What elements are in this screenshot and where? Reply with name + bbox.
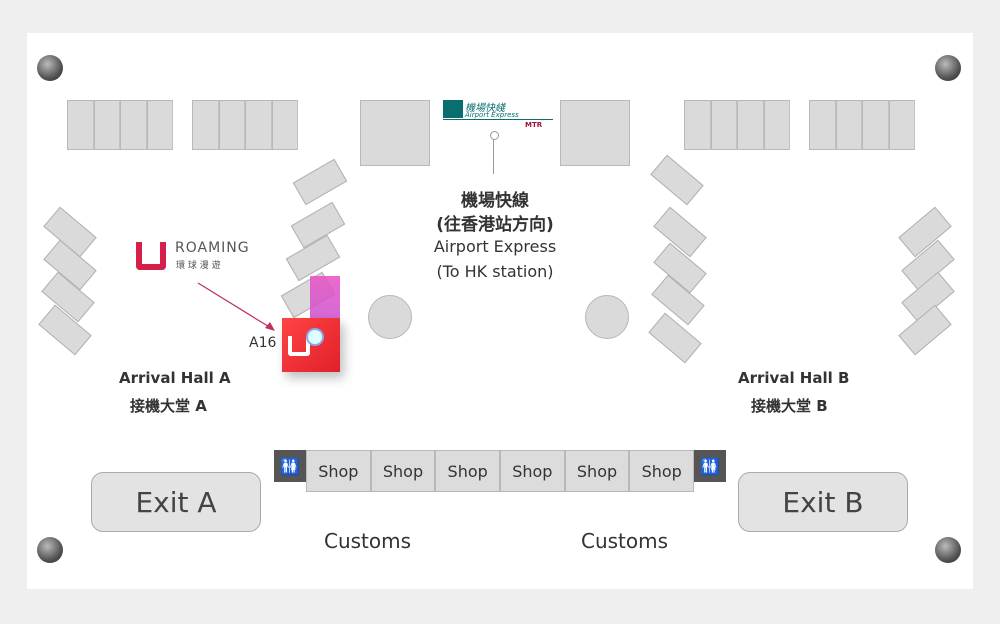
shop[interactable]: Shop	[435, 450, 501, 492]
aex-counter	[360, 100, 430, 166]
exit-a[interactable]: Exit A	[91, 472, 261, 532]
aex-label-zh-dir: (往香港站方向)	[436, 215, 554, 235]
shop[interactable]: Shop	[306, 450, 371, 492]
roaming-kiosk[interactable]	[282, 318, 340, 372]
booth-label[interactable]: A16	[249, 335, 277, 351]
hall-b-en: Arrival Hall B	[738, 369, 850, 387]
shops-row: Shop Shop Shop Shop Shop Shop	[306, 450, 695, 492]
screw-icon	[935, 55, 961, 81]
restroom-icon: 🚻	[274, 450, 306, 482]
hall-a-en: Arrival Hall A	[119, 369, 231, 387]
restroom-icon: 🚻	[694, 450, 726, 482]
counter-group	[67, 100, 173, 150]
shop[interactable]: Shop	[500, 450, 565, 492]
shop[interactable]: Shop	[629, 450, 695, 492]
roaming-name-zh: 環 球 漫 遊	[176, 261, 221, 271]
screw-icon	[935, 537, 961, 563]
shop[interactable]: Shop	[564, 450, 630, 492]
pointer-line	[493, 132, 494, 174]
roaming-name: ROAMING	[175, 240, 250, 256]
exit-b[interactable]: Exit B	[738, 472, 908, 532]
customs-label: Customs	[324, 529, 412, 553]
counter-group	[192, 100, 298, 150]
hall-b-zh: 接機大堂 B	[751, 397, 828, 415]
screw-icon	[37, 55, 63, 81]
airport-express-logo: 機場快綫 Airport Express MTR	[443, 100, 553, 130]
aex-label-en: Airport Express	[433, 237, 557, 256]
pillar	[368, 295, 412, 339]
hall-a-zh: 接機大堂 A	[130, 397, 207, 415]
counter-group	[809, 100, 915, 150]
customs-label: Customs	[581, 529, 669, 553]
aex-label-en-dir: (To HK station)	[436, 262, 554, 281]
counter-group	[684, 100, 790, 150]
aex-label-zh: 機場快線	[461, 191, 529, 211]
aex-counter	[560, 100, 630, 166]
shop[interactable]: Shop	[370, 450, 436, 492]
u-roaming-logo-icon	[136, 242, 166, 270]
screw-icon	[37, 537, 63, 563]
arrow-icon	[197, 282, 275, 331]
pillar	[585, 295, 629, 339]
